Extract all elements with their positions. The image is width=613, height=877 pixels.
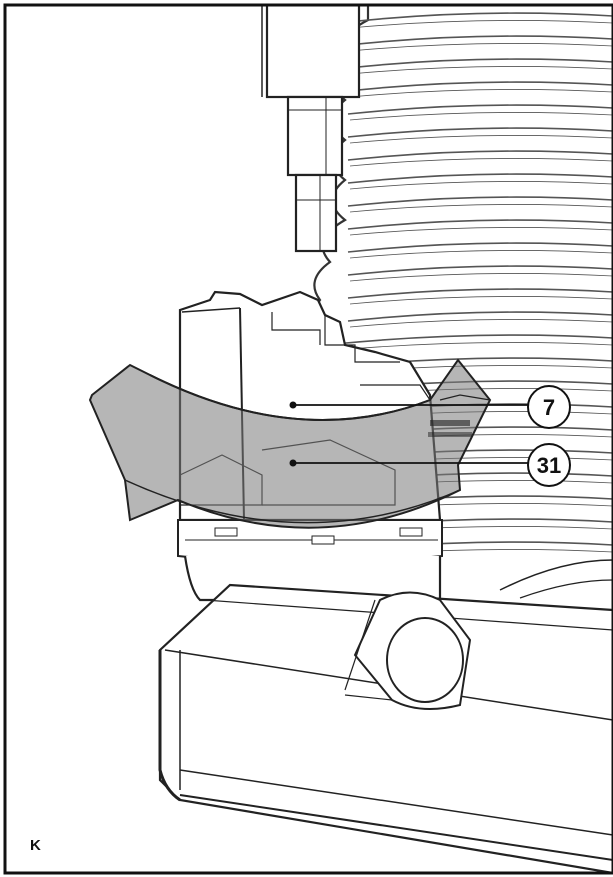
bellows-rib-shadow xyxy=(349,296,613,305)
bellows-rib xyxy=(347,242,613,253)
callout-7: 7 xyxy=(289,385,571,429)
base-housing xyxy=(158,555,613,873)
bellows-rib xyxy=(347,127,613,138)
bellows-rib xyxy=(347,196,613,207)
bellows-rib xyxy=(347,12,613,23)
bellows-hose xyxy=(313,5,613,560)
bellows-rib-shadow xyxy=(349,319,613,328)
bellows-rib-shadow xyxy=(349,181,613,190)
bellows-rib-shadow xyxy=(349,20,613,29)
bellows-rib xyxy=(347,265,613,276)
bellows-rib-shadow xyxy=(349,135,613,144)
callout-7-label: 7 xyxy=(543,395,555,420)
bellows-rib xyxy=(347,35,613,46)
drill-spindle xyxy=(261,5,361,253)
bellows-rib-shadow xyxy=(349,89,613,98)
bellows-rib-shadow xyxy=(336,342,613,351)
bellows-rib xyxy=(347,150,613,161)
bellows-rib-shadow xyxy=(349,43,613,52)
callout-31: 31 xyxy=(289,443,571,487)
bellows-rib-shadow xyxy=(349,227,613,236)
bellows-rib xyxy=(347,104,613,115)
bellows-rib xyxy=(347,311,613,322)
panel-letter: K xyxy=(30,837,41,854)
bellows-rib-shadow xyxy=(349,204,613,213)
bellows-rib xyxy=(347,173,613,184)
bellows-rib xyxy=(347,219,613,230)
bellows-rib xyxy=(347,288,613,299)
bellows-rib-shadow xyxy=(349,273,613,282)
bellows-rib xyxy=(334,334,613,345)
bellows-rib xyxy=(347,81,613,92)
roller xyxy=(344,591,472,710)
rotation-arrow-icon xyxy=(88,358,492,529)
bellows-rib xyxy=(347,58,613,69)
callout-31-label: 31 xyxy=(537,453,561,478)
bellows-rib-shadow xyxy=(349,250,613,259)
bellows-rib-shadow xyxy=(349,112,613,121)
bellows-rib-shadow xyxy=(349,66,613,75)
panel-frame xyxy=(3,3,613,875)
bellows-rib-shadow xyxy=(349,158,613,167)
